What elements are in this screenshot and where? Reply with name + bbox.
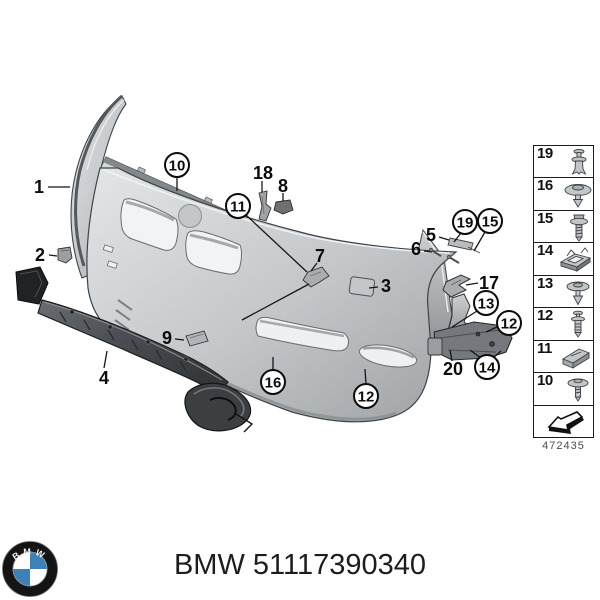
exploded-diagram: 1 2 4 5 6 7 3 8 9 17 18 20 10 11 [15,94,522,433]
callout-19: 19 [452,209,478,235]
callout-4: 4 [99,368,109,388]
callout-3: 3 [381,276,391,296]
grille-opening-right [185,230,242,275]
part-17-clip [442,274,472,298]
washer-screw-icon [559,374,593,410]
callout-18: 18 [253,163,273,183]
fastener-cell-arrow [534,406,593,437]
callout-14: 14 [474,354,500,380]
fastener-cell-11: 11 [534,339,593,374]
grille-opening-left [120,198,179,251]
callout-2: 2 [35,245,45,265]
callout-20: 20 [443,359,463,379]
fastener-number: 11 [537,339,552,357]
svg-text:14: 14 [479,360,496,377]
callout-16: 16 [260,369,286,395]
fastener-cell-15: 15 [534,209,593,244]
svg-text:10: 10 [169,158,186,175]
expanding-rivet-icon [559,147,593,183]
fastener-number: 12 [537,307,553,325]
fastener-number: 19 [537,145,553,162]
fastener-legend-panel: 19 16 [533,145,594,438]
svg-text:12: 12 [501,316,518,333]
callout-10: 10 [164,152,190,178]
part-3-towhook-cover [348,276,376,297]
svg-text:12: 12 [358,389,375,406]
fastener-number: 13 [537,274,553,292]
svg-text:11: 11 [230,199,246,216]
fastener-cell-13: 13 [534,274,593,309]
cage-nut-icon [557,244,593,280]
part-7-clip [302,266,330,288]
part-20-mounting-bracket [427,293,513,361]
part-6-screws [428,247,460,264]
fog-lamp-opening [358,344,418,368]
callout-15: 15 [477,208,503,234]
fastener-cell-19: 19 [534,145,593,179]
part-9-bracket [185,330,209,347]
push-clip-icon [559,179,593,215]
svg-text:16: 16 [265,375,282,392]
callout-8: 8 [278,176,288,196]
callout-12-bracket: 12 [496,310,522,336]
fastener-number: 14 [537,242,553,260]
fastener-cell-14: 14 [534,242,593,276]
callout-11: 11 [225,193,251,219]
part-lower-trim-strip [15,266,254,433]
svg-text:19: 19 [457,215,474,232]
part-18-bracket [258,190,272,222]
callout-5: 5 [426,225,436,245]
callout-17: 17 [479,273,499,293]
emblem-disc [178,204,202,228]
fastener-number: 10 [537,372,553,390]
svg-text:13: 13 [478,296,495,313]
diagram-number: 472435 [542,440,585,452]
fastener-cell-16: 16 [534,177,593,211]
rivet-icon [559,309,593,345]
part-5-strip [447,237,481,254]
edge-clip-icon [557,342,593,378]
leader-lines [48,177,502,385]
part-2-clip [57,246,73,264]
callout-1: 1 [34,177,44,197]
lower-intake-opening [255,316,349,352]
svg-text:15: 15 [482,214,499,231]
fastener-number: 15 [537,209,553,227]
part-number-title: BMW 51117390340 [173,549,427,581]
callout-9: 9 [162,328,172,348]
direction-arrow-icon [541,409,587,442]
fastener-cell-10: 10 [534,372,593,406]
bmw-roundel-logo: BMW [2,541,58,597]
fastener-number: 16 [537,177,553,195]
fastener-cell-12: 12 [534,307,593,341]
flange-screw-icon [559,212,593,248]
part-8-clip [273,199,294,215]
callout-6: 6 [411,239,421,259]
callout-13: 13 [473,290,499,316]
push-rivet-icon [559,277,593,313]
callout-7: 7 [315,246,325,266]
callout-12-bumper: 12 [353,383,379,409]
